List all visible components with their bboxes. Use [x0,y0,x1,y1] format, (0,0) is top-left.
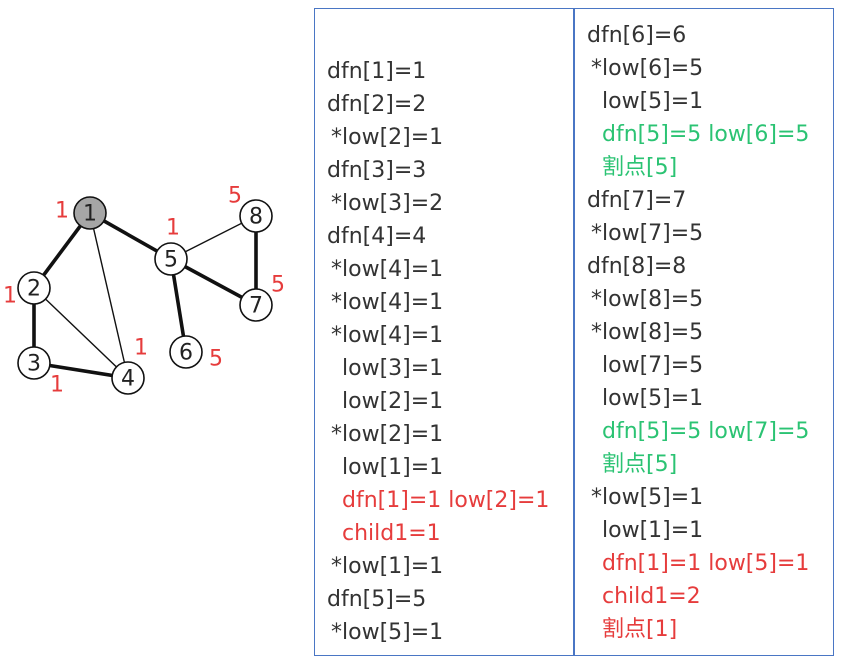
trace-right-line: *low[8]=5 [591,320,704,345]
node-low-value: 5 [228,184,242,209]
node-4: 4 [111,361,145,395]
trace-left-line: *low[4]=1 [331,323,444,348]
trace-right-line: *low[6]=5 [591,56,704,81]
trace-right-line: dfn[5]=5 low[6]=5 [602,122,810,147]
trace-left-line: *low[3]=2 [331,191,444,216]
trace-lines-right: dfn[6]=6 *low[6]=5 low[5]=1 dfn[5]=5 low[6]… [587,19,833,646]
node-low-value: 1 [166,216,180,241]
trace-lines-left: dfn[1]=1 dfn[2]=2 *low[2]=1 dfn[3]=3 *low[3]… [327,55,573,649]
trace-left-line: *low[4]=1 [331,290,444,315]
trace-panel-right: dfn[6]=6 *low[6]=5 low[5]=1 dfn[5]=5 low[6]… [574,8,834,656]
trace-right-line: 割点[5] [602,155,678,180]
edge-2-4 [33,287,129,379]
node-label: 7 [249,294,263,319]
node-low-value: 1 [55,199,69,224]
node-circle [154,242,188,276]
trace-right-line: 割点[5] [602,452,678,477]
node-low-value: 1 [3,284,17,309]
node-label: 2 [27,277,41,302]
node-circle [169,335,203,369]
edge-1-4 [89,212,129,379]
trace-left-line: low[1]=1 [342,455,444,480]
node-label: 3 [27,352,41,377]
trace-left-line: dfn[1]=1 low[2]=1 [342,488,550,513]
node-2: 2 [17,271,51,305]
node-6: 6 [169,335,203,369]
trace-left-line: *low[4]=1 [331,257,444,282]
node-label: 6 [179,341,193,366]
node-circle [17,346,51,380]
trace-right-line: low[7]=5 [602,353,704,378]
trace-right-line: *low[7]=5 [591,221,704,246]
trace-left-line: *low[5]=1 [331,620,444,645]
node-1: 1 [73,196,107,230]
node-label: 8 [249,205,263,230]
trace-left-line: dfn[4]=4 [327,224,427,249]
trace-left-line: child1=1 [342,521,441,546]
trace-right-line: 割点[1] [602,617,678,642]
node-circle [239,199,273,233]
node-7: 7 [239,288,273,322]
trace-right-line: dfn[6]=6 [587,23,687,48]
trace-right-line: dfn[8]=8 [587,254,687,279]
trace-right-line: low[5]=1 [602,386,704,411]
trace-right-line: dfn[1]=1 low[5]=1 [602,551,810,576]
node-label: 5 [164,248,178,273]
trace-left-line: dfn[3]=3 [327,158,427,183]
node-8: 8 [239,199,273,233]
node-low-value: 1 [50,373,64,398]
trace-left-line: dfn[2]=2 [327,92,427,117]
node-5: 5 [154,242,188,276]
trace-left-line: *low[2]=1 [331,422,444,447]
trace-right-line: low[5]=1 [602,89,704,114]
trace-panel-left: dfn[1]=1 dfn[2]=2 *low[2]=1 dfn[3]=3 *low[3]… [314,8,574,656]
trace-left-line: low[3]=1 [342,356,444,381]
node-label: 4 [121,367,135,392]
trace-right-line: dfn[5]=5 low[7]=5 [602,419,810,444]
trace-left-line: dfn[5]=5 [327,587,427,612]
trace-left-line: *low[1]=1 [331,554,444,579]
trace-left-line: low[2]=1 [342,389,444,414]
node-low-value: 5 [271,273,285,298]
trace-right-line: *low[5]=1 [591,485,704,510]
trace-right-line: *low[8]=5 [591,287,704,312]
node-low-value: 5 [209,347,223,372]
trace-right-line: dfn[7]=7 [587,188,687,213]
trace-left-line: *low[2]=1 [331,125,444,150]
node-circle [17,271,51,305]
trace-left-line: dfn[1]=1 [327,59,427,84]
node-circle [239,288,273,322]
node-circle [111,361,145,395]
node-3: 3 [17,346,51,380]
trace-right-line: child1=2 [602,584,701,609]
trace-right-line: low[1]=1 [602,518,704,543]
node-low-value: 1 [134,336,148,361]
node-label: 1 [83,202,97,227]
node-circle [73,196,107,230]
